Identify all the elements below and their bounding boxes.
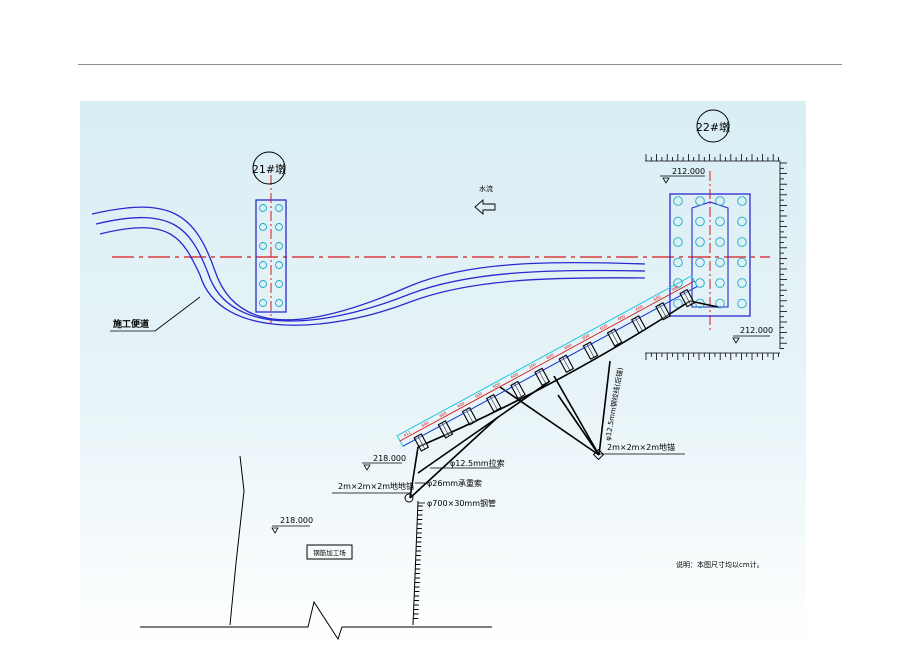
elevation-marker-left-top: 218.000: [362, 454, 406, 471]
pile-circle: [275, 242, 283, 250]
pile-circle: [715, 237, 725, 247]
deck-dimension: 600: [563, 342, 572, 350]
deck-dimension: 411: [403, 429, 412, 437]
pile-circle: [259, 261, 267, 269]
pier-21-label: 21#墩: [252, 162, 286, 176]
pile-circle: [695, 237, 705, 247]
construction-plan-diagram: 21#墩 22#墩 212.000 212.000 施工便道: [91, 109, 787, 641]
pile-circle: [673, 237, 683, 247]
deck-dimension: 300: [670, 284, 679, 292]
pile-circle: [695, 257, 705, 268]
pile-circle: [275, 261, 283, 269]
elevation-right-top: 212.000: [672, 167, 705, 176]
anchor-left-icon: [404, 493, 414, 503]
pier-22-label: 22#墩: [696, 120, 730, 134]
rebar-yard-box: [306, 544, 353, 560]
header-rule: [78, 64, 842, 65]
flow-arrow-icon: [474, 199, 496, 215]
elevation-marker-right-bottom: 212.000: [732, 326, 773, 344]
deck-dimension: 600: [545, 352, 554, 360]
deck-dimension: 600: [474, 391, 483, 399]
drawing-note: 说明：本图尺寸均以cm计。: [676, 560, 764, 569]
scale-ruler: [645, 154, 787, 360]
pile-circle: [259, 204, 267, 212]
pile-circle: [275, 280, 283, 288]
pile-circle: [259, 242, 267, 250]
flow-label: 水流: [479, 184, 493, 193]
elevation-marker-right-top: 212.000: [660, 167, 705, 184]
pile-circle: [673, 257, 683, 268]
temporary-bridge: 411 600 600 600 600 600 600 300 600 600 600 600 600 6…: [396, 275, 698, 452]
anchor-right-label: 2m×2m×2m地锚: [607, 442, 675, 452]
deck-dimension: 600: [653, 294, 662, 302]
pier-22: 22#墩: [669, 109, 751, 331]
deck-dimension: 600: [438, 410, 447, 418]
pile-circle: [715, 216, 725, 227]
pile-circle: [259, 299, 267, 307]
pile-circle: [275, 223, 283, 231]
deck-dimension: 300: [528, 362, 537, 370]
deck-dimension: 600: [617, 313, 626, 321]
pier-21-label-circle: [252, 151, 286, 185]
construction-road: [91, 206, 646, 326]
elevation-left-top: 218.000: [373, 454, 406, 463]
construction-road-label: 施工便道: [113, 318, 149, 330]
pier-22-label-circle: [696, 109, 730, 143]
pile-circle: [715, 257, 725, 268]
pile-circle: [737, 257, 747, 268]
road-leader-angle: [154, 296, 201, 332]
pile-circle: [673, 298, 683, 309]
deck-dimension: 600: [492, 381, 501, 389]
pile-circle: [275, 204, 283, 212]
pile-circle: [715, 298, 725, 309]
deck-dimension: 600: [510, 371, 519, 379]
deck-dimension: 600: [635, 303, 644, 311]
cable-tie-label: φ12.5mm拉索: [450, 458, 505, 468]
elevation-left-bottom: 218.000: [280, 516, 313, 525]
pile-circle: [673, 278, 683, 288]
pile-circle: [673, 196, 683, 206]
callout-vertical-cable: φ12.5mm钢绞线(后锚): [603, 366, 625, 441]
deck-dimension: 600: [599, 323, 608, 331]
bearing-cable-label: φ26mm承重索: [427, 478, 482, 488]
pile-circle: [259, 223, 267, 231]
pile-circle: [737, 216, 747, 227]
rebar-yard-label: 钢筋加工场: [313, 548, 346, 557]
deck-dimension: 600: [581, 333, 590, 341]
anchor-left-label: 2m×2m×2m地地锚: [338, 481, 414, 491]
cable-vertical-label: φ12.5mm钢绞线(后锚): [603, 366, 625, 441]
truss-structure: [409, 300, 719, 499]
elevation-right-bottom: 212.000: [740, 326, 773, 335]
deck-dimension: 600: [420, 420, 429, 428]
pile-circle: [737, 196, 747, 206]
pile-circle: [695, 196, 705, 206]
pile-circle: [737, 278, 747, 288]
pile-circle: [737, 298, 747, 309]
pile-circle: [737, 237, 747, 247]
drawing-area: 21#墩 22#墩 212.000 212.000 施工便道: [80, 101, 806, 651]
pier-21: 21#墩: [252, 151, 287, 323]
pile-circle: [275, 299, 283, 307]
anchor-right-icon: [592, 448, 605, 461]
steel-pipe-label: φ700×30mm钢管: [427, 498, 496, 508]
deck-dimension: 600: [456, 400, 465, 408]
pile-circle: [715, 196, 725, 206]
river-bank: [140, 455, 492, 641]
pile-circle: [259, 280, 267, 288]
elevation-marker-left-bottom: 218.000: [271, 516, 313, 534]
pile-circle: [715, 278, 725, 288]
pile-circle: [695, 216, 705, 227]
pile-circle: [673, 216, 683, 227]
